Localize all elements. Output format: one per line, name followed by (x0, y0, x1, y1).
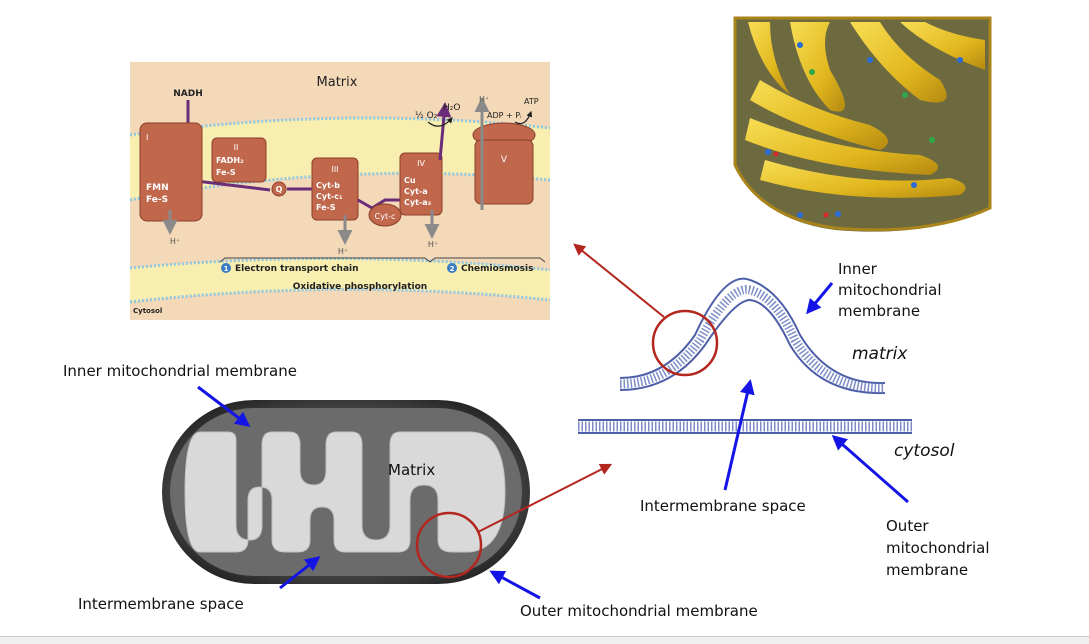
mito-pointer-to-closeup (477, 463, 613, 533)
mito-inner-arrow (197, 385, 251, 427)
ubiquinone-q (271, 181, 287, 197)
cytc-label: Cyt-c (375, 212, 396, 221)
complex-3-number: III (331, 165, 338, 174)
oxidative-phosphorylation-label: Oxidative phosphorylation (293, 282, 427, 292)
h-plus-1: H⁺ (170, 237, 180, 246)
complex-1-number: I (146, 133, 148, 142)
atp-label: ATP (524, 97, 539, 106)
mito-intermembrane-arrow (279, 556, 321, 590)
h-plus-2: H⁺ (338, 247, 348, 256)
complex-5-number: V (501, 155, 508, 165)
complex-3-label-cytc1: Cyt-c₁ (316, 192, 343, 201)
closeup-inner-label-1: Inner (838, 260, 878, 278)
complex-5 (474, 139, 534, 205)
water-label: H₂O (443, 103, 460, 113)
mitochondrion-3d-cutaway (733, 16, 992, 232)
nadh-label: NADH (173, 89, 203, 99)
closeup-outer-label-1: Outer (886, 517, 929, 535)
step-1-label: Electron transport chain (235, 264, 359, 274)
q-label: Q (276, 185, 283, 194)
complex-3-label-fes: Fe-S (316, 203, 336, 212)
closeup-outer-arrow (831, 435, 909, 504)
closeup-matrix-label: matrix (852, 344, 908, 364)
complex-4-label-cyta3: Cyt-a₃ (404, 198, 432, 207)
complex-2-label-fadh2: FADH₂ (216, 156, 244, 165)
mito-outer-arrow (489, 570, 541, 600)
complex-1 (139, 122, 203, 222)
closeup-inner-label-2: mitochondrial (838, 281, 942, 299)
step-1-badge (221, 263, 231, 273)
oxygen-label: ½ O₂ (415, 111, 438, 121)
complex-3-label-cytb: Cyt-b (316, 181, 340, 190)
closeup-inner-arrow (806, 282, 834, 315)
step-1-number: 1 (224, 265, 229, 273)
window-bottom-bar (0, 637, 1089, 644)
etc-cytosol-label: Cytosol (133, 307, 162, 315)
complex-2-number: II (234, 143, 239, 152)
adp-label: ADP + Pᵢ (487, 111, 522, 120)
window-bottom-divider (0, 636, 1089, 637)
mitochondrion-matrix (184, 431, 506, 553)
complex-4-label-cyta: Cyt-a (404, 187, 428, 196)
closeup-zoom-circle (651, 309, 719, 377)
etc-diagram: Matrix NADH I FMN Fe-S II FADH₂ Fe-S Q I… (129, 62, 551, 320)
cytochrome-c (368, 203, 402, 227)
step-2-number: 2 (450, 265, 455, 273)
etc-matrix-label: Matrix (317, 75, 358, 90)
complex-4-label-cu: Cu (404, 176, 416, 185)
mito-intermembrane-label: Intermembrane space (78, 595, 244, 613)
outer-membrane-band (130, 258, 550, 302)
complex-1-label-fmn: FMN (146, 183, 169, 193)
closeup-outer-label-3: membrane (886, 561, 968, 579)
closeup-inner-label-3: membrane (838, 302, 920, 320)
closeup-intermembrane-arrow (723, 379, 755, 491)
step-2-badge (447, 263, 457, 273)
mito-outer-label: Outer mitochondrial membrane (520, 602, 758, 620)
mito-zoom-circle (415, 511, 483, 579)
closeup-cytosol-label: cytosol (894, 441, 955, 461)
inner-membrane-lipids (619, 285, 886, 393)
closeup-outer-label-2: mitochondrial (886, 539, 990, 557)
mito-matrix-label: Matrix (388, 461, 435, 479)
complex-2-label-fes: Fe-S (216, 168, 236, 177)
mito-inner-label: Inner mitochondrial membrane (63, 362, 297, 380)
complex-1-label-fes: Fe-S (146, 195, 168, 205)
complex-4-number: IV (417, 159, 425, 168)
closeup-intermembrane-label: Intermembrane space (640, 497, 806, 515)
mitochondrion-cross-section: Matrix Inner mitochondrial membrane Inte… (63, 362, 758, 620)
complex-3 (311, 157, 359, 221)
h-plus-3: H⁺ (428, 240, 438, 249)
complex-2 (211, 137, 267, 183)
step-2-label: Chemiosmosis (461, 264, 533, 274)
closeup-pointer-to-etc (573, 243, 665, 318)
inner-membrane-inner-edge (619, 298, 886, 395)
membrane-closeup: Inner mitochondrial membrane matrix cyto… (573, 243, 990, 579)
inner-membrane-outer-edge (619, 277, 886, 385)
complex-4 (399, 152, 443, 216)
h-plus-top: H⁺ (479, 95, 489, 104)
